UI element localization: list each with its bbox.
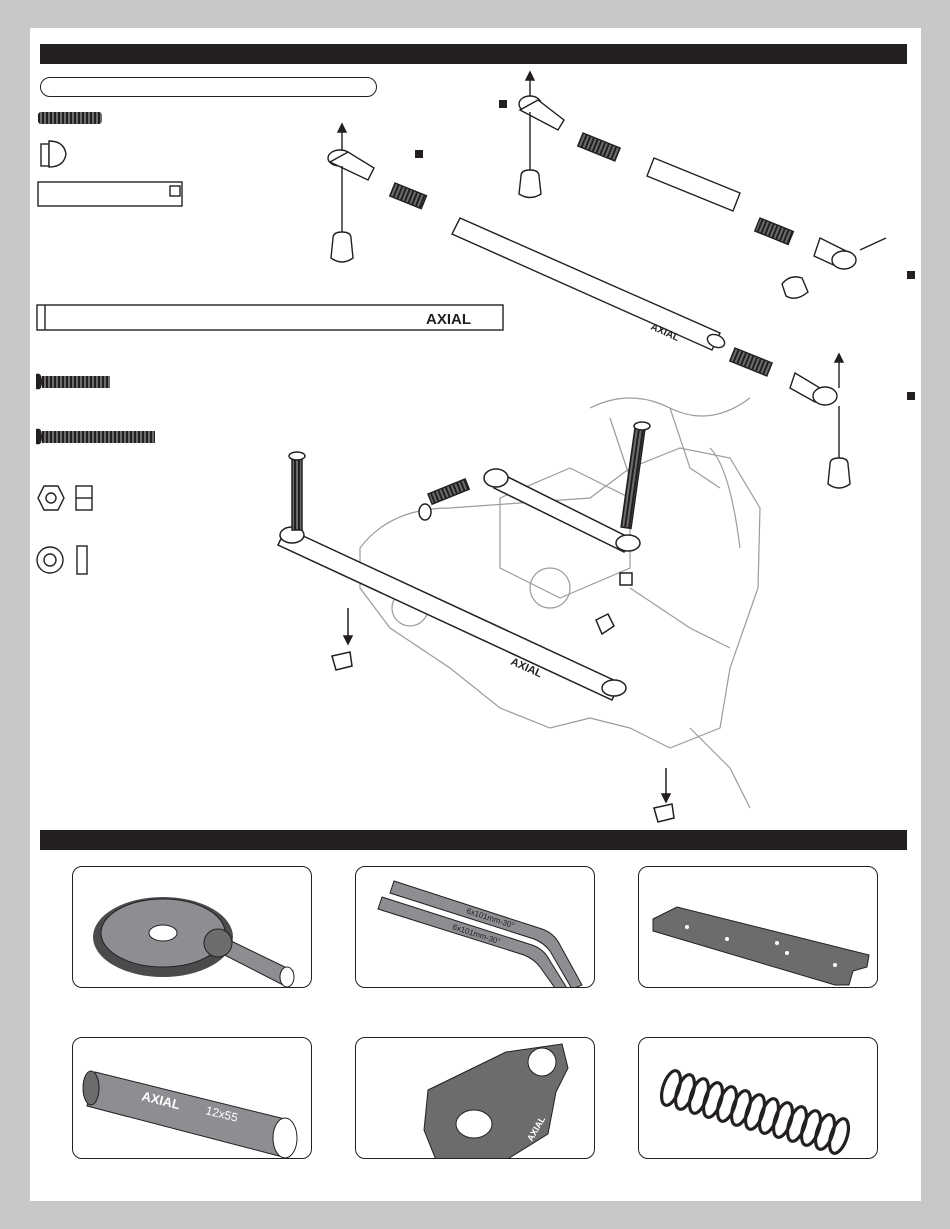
link-tube-icon xyxy=(38,182,182,206)
marker-square xyxy=(907,392,915,400)
button-head-screw-short-icon xyxy=(36,374,110,390)
card-ring-pinion-gear xyxy=(72,866,312,988)
section-header-bar-bottom xyxy=(40,830,907,850)
marker-square xyxy=(499,100,507,108)
motor-plate-icon: AXIAL xyxy=(356,1038,595,1159)
card-shock-body: AXIAL 12x55 xyxy=(72,1037,312,1159)
assembled-links xyxy=(278,422,674,822)
manual-page: AXIAL xyxy=(30,28,921,1201)
marker-square xyxy=(415,150,423,158)
steering-link-diagram: AXIAL xyxy=(30,28,921,828)
marker-square xyxy=(907,271,915,279)
tube-logo: AXIAL xyxy=(426,311,471,328)
card-motor-plate: AXIAL xyxy=(355,1037,595,1159)
gear-icon xyxy=(73,867,312,988)
lock-nut-icon xyxy=(38,486,92,510)
spring-icon xyxy=(639,1038,878,1159)
card-spring xyxy=(638,1037,878,1159)
card-link-tubes: 6x101mm-30° 6x101mm-30° xyxy=(355,866,595,988)
washer-icon xyxy=(37,546,87,574)
link-tubes-icon: 6x101mm-30° 6x101mm-30° xyxy=(356,867,595,988)
skid-plate-icon xyxy=(639,867,878,988)
set-screw-icon xyxy=(38,112,102,124)
pivot-ball-icon xyxy=(41,141,66,167)
card-skid-plate xyxy=(638,866,878,988)
shock-body-icon: AXIAL 12x55 xyxy=(73,1038,312,1159)
button-head-screw-long-icon xyxy=(36,429,155,445)
